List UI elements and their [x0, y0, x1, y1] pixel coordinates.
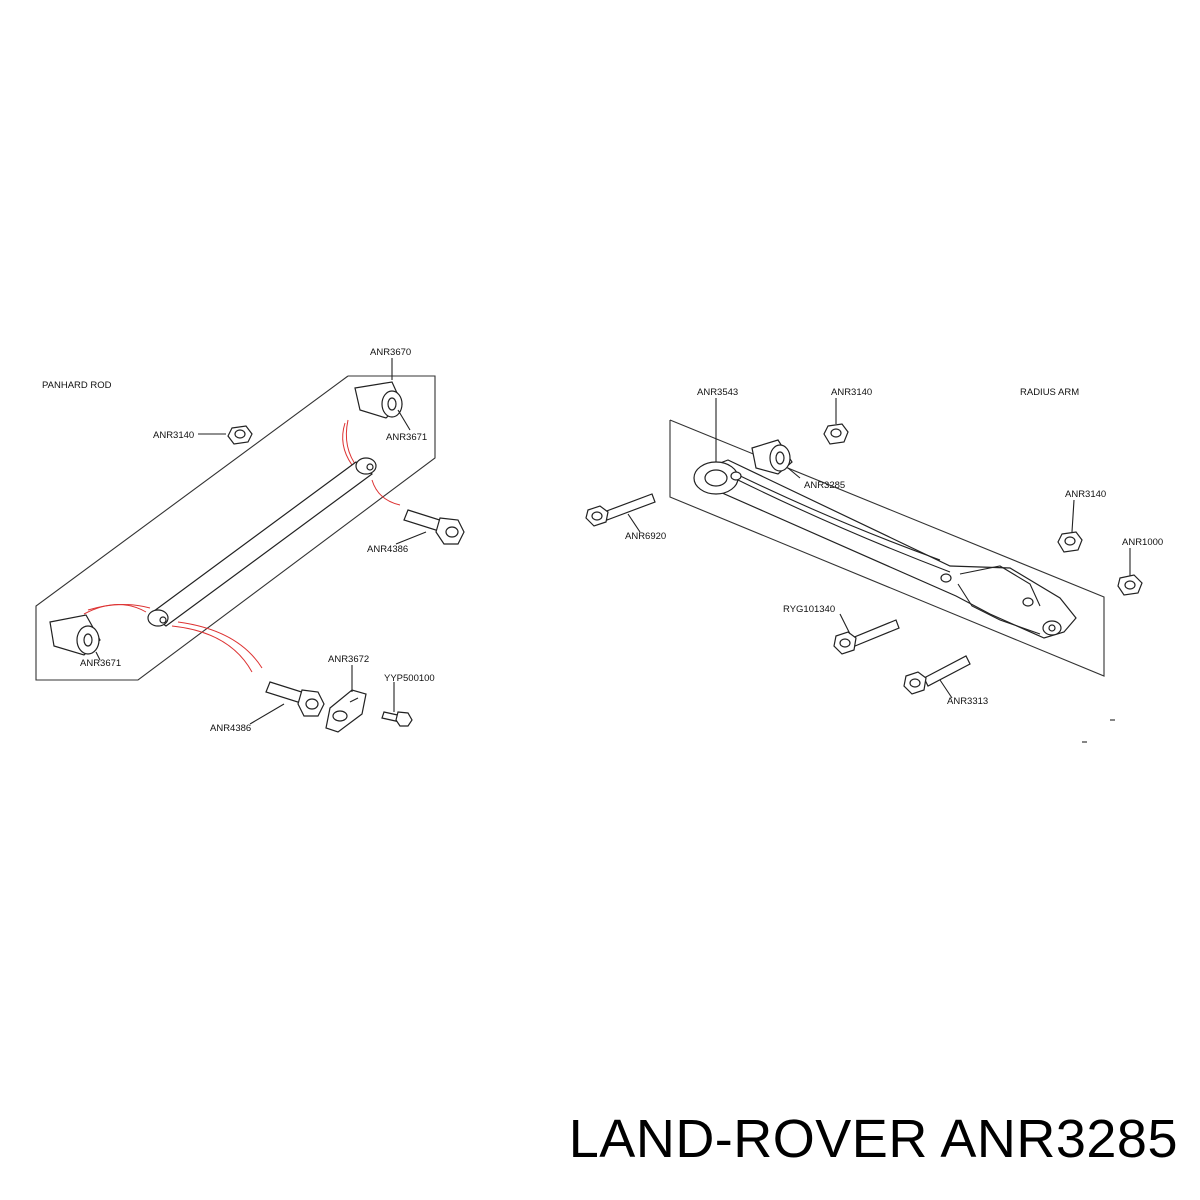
bolt-anr4386-bottom [265, 681, 325, 717]
bolt-anr3313 [903, 655, 971, 695]
label-anr3672: ANR3672 [328, 654, 369, 665]
leader-line [249, 703, 285, 725]
label-anr3140: ANR3140 [153, 430, 194, 441]
label-anr3543: ANR3543 [697, 387, 738, 398]
label-anr3671: ANR3671 [386, 432, 427, 443]
label-anr3140: ANR3140 [831, 387, 872, 398]
label-anr3671: ANR3671 [80, 658, 121, 669]
guide-arc [171, 625, 253, 673]
radius-arm [693, 459, 1077, 639]
guide-arc [177, 621, 263, 669]
radius-frame [669, 419, 1105, 677]
leader-line [787, 467, 801, 479]
panhard-rod [147, 457, 377, 627]
label-anr6920: ANR6920 [625, 531, 666, 542]
guide-arc [371, 479, 401, 506]
guide-arc [345, 419, 359, 469]
leader-line [839, 613, 851, 635]
panhard-rod-title: PANHARD ROD [42, 380, 112, 391]
bolt-yyp500100 [381, 711, 413, 727]
label-yyp500100: YYP500100 [384, 673, 435, 684]
radius-arm-section: RADIUS ARM [585, 387, 1163, 743]
label-anr1000: ANR1000 [1122, 537, 1163, 548]
bush-anr3285 [751, 439, 793, 475]
radius-arm-title: RADIUS ARM [1020, 387, 1079, 398]
label-anr4386: ANR4386 [367, 544, 408, 555]
footer-part-number: LAND-ROVER ANR3285 [568, 1109, 1178, 1169]
leader-line [1071, 499, 1075, 533]
label-ryg101340: RYG101340 [783, 604, 835, 615]
bolt-ryg101340 [833, 619, 900, 655]
label-anr3313: ANR3313 [947, 696, 988, 707]
nut-anr3140-left [227, 425, 253, 445]
bolt-anr6920 [585, 493, 656, 527]
plate-anr3672 [325, 689, 367, 733]
guide-arc [342, 422, 353, 466]
leader-line [395, 531, 427, 545]
label-anr3670: ANR3670 [370, 347, 411, 358]
panhard-rod-section: PANHARD ROD [35, 347, 465, 734]
bush-anr3670 [354, 381, 403, 419]
washer-anr1000 [1117, 574, 1143, 596]
leader-line [397, 409, 411, 431]
label-anr4386: ANR4386 [210, 723, 251, 734]
bolt-anr4386-right [403, 509, 465, 545]
leader-line [939, 679, 953, 699]
leader-line [95, 651, 101, 661]
leader-line [627, 513, 641, 533]
nut-anr3140-right [1057, 531, 1083, 553]
label-anr3285: ANR3285 [804, 480, 845, 491]
label-anr3140: ANR3140 [1065, 489, 1106, 500]
guide-arc [83, 603, 147, 615]
panhard-frame [35, 375, 436, 681]
nut-anr3140-top [823, 423, 849, 445]
bush-anr3671-left [49, 614, 101, 656]
